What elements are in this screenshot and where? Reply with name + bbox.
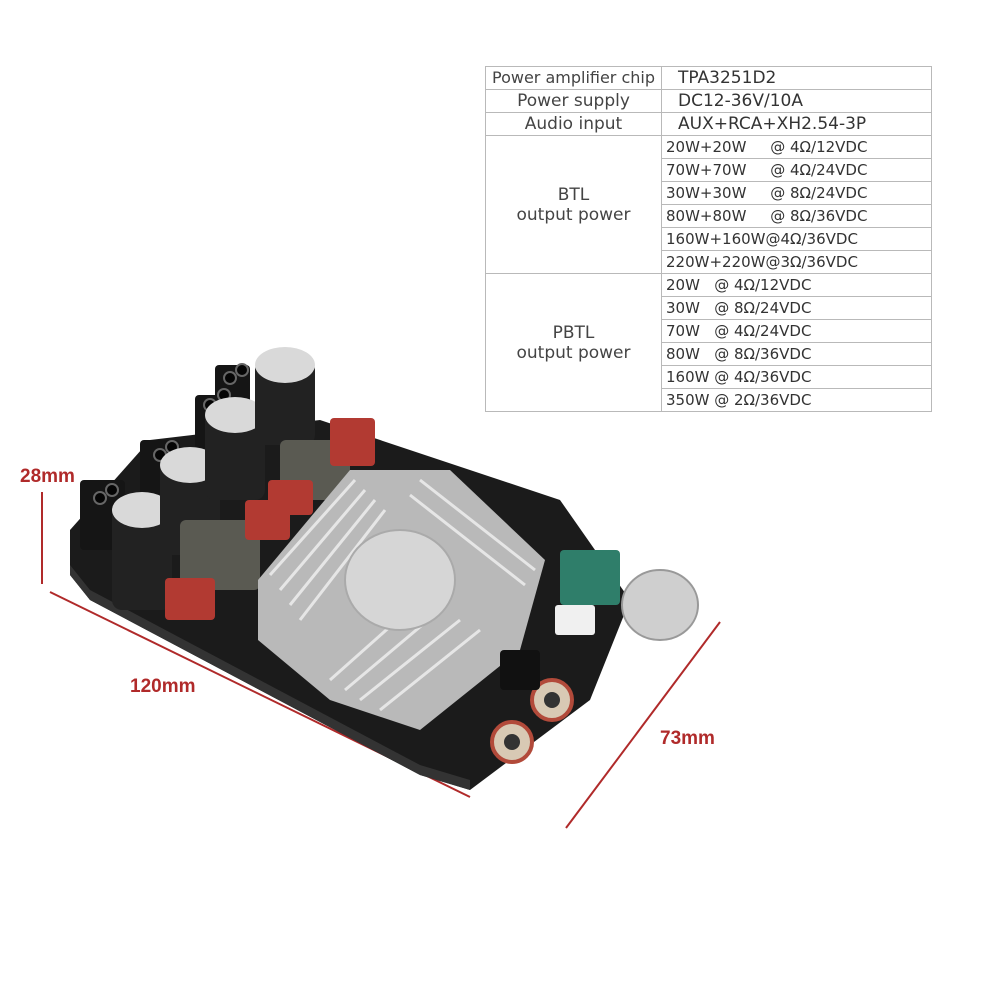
spec-row-btl: 220W+220W@3Ω/36VDC <box>486 250 932 274</box>
pbtl-row: 70W @ 4Ω/24VDC <box>661 319 932 343</box>
spec-row-chip: Power amplifier chip TPA3251D2 <box>485 66 932 90</box>
rca-jacks <box>490 678 574 764</box>
pbtl-row: 350W @ 2Ω/36VDC <box>661 388 932 412</box>
fan-hub <box>344 529 456 631</box>
spec-row-pbtl: 30W @ 8Ω/24VDC <box>486 296 932 320</box>
pbtl-row: 160W @ 4Ω/36VDC <box>661 365 932 389</box>
pbtl-label: PBTL output power <box>485 273 662 412</box>
width-dimension: 73mm <box>660 728 715 749</box>
btl-row: 80W+80W @ 8Ω/36VDC <box>661 204 932 228</box>
pbtl-row: 80W @ 8Ω/36VDC <box>661 342 932 366</box>
spec-row-pbtl: 160W @ 4Ω/36VDC <box>486 365 932 389</box>
spec-row-btl: BTL output power 20W+20W @ 4Ω/12VDC <box>485 135 932 274</box>
xh-connector <box>555 605 595 635</box>
pbtl-row: 20W @ 4Ω/12VDC <box>661 273 932 297</box>
btl-row: 160W+160W@4Ω/36VDC <box>661 227 932 251</box>
height-dimension: 28mm <box>20 466 75 487</box>
input-value: AUX+RCA+XH2.54-3P <box>661 112 932 136</box>
btl-label-line1: BTL <box>557 184 590 205</box>
heatsink <box>258 470 545 730</box>
supply-value: DC12-36V/10A <box>661 89 932 113</box>
btl-row: 30W+30W @ 8Ω/24VDC <box>661 181 932 205</box>
chip-label: Power amplifier chip <box>485 66 662 90</box>
btl-label-line2: output power <box>516 204 631 225</box>
spec-row-input: Audio input AUX+RCA+XH2.54-3P <box>485 112 932 136</box>
btl-row: 20W+20W @ 4Ω/12VDC <box>661 135 932 159</box>
spec-row-btl: 80W+80W @ 8Ω/36VDC <box>486 204 932 228</box>
spec-row-pbtl: 80W @ 8Ω/36VDC <box>486 342 932 366</box>
spec-row-pbtl: 350W @ 2Ω/36VDC <box>486 388 932 412</box>
film-capacitors <box>165 418 375 620</box>
btl-row: 70W+70W @ 4Ω/24VDC <box>661 158 932 182</box>
capacitors <box>112 347 315 610</box>
pbtl-row: 30W @ 8Ω/24VDC <box>661 296 932 320</box>
volume-knob <box>560 550 699 641</box>
pbtl-label-line1: PBTL <box>552 322 595 343</box>
supply-label: Power supply <box>485 89 662 113</box>
chip-value: TPA3251D2 <box>661 66 932 90</box>
spec-row-supply: Power supply DC12-36V/10A <box>485 89 932 113</box>
width-dimension-line <box>565 621 721 829</box>
btl-row: 220W+220W@3Ω/36VDC <box>661 250 932 274</box>
aux-jack <box>500 650 540 690</box>
spec-table: Power amplifier chip TPA3251D2 Power sup… <box>485 66 932 412</box>
btl-label: BTL output power <box>485 135 662 274</box>
length-dimension: 120mm <box>130 676 196 697</box>
spec-row-pbtl: PBTL output power 20W @ 4Ω/12VDC <box>485 273 932 412</box>
input-label: Audio input <box>485 112 662 136</box>
spec-row-btl: 70W+70W @ 4Ω/24VDC <box>486 158 932 182</box>
pbtl-label-line2: output power <box>516 342 631 363</box>
